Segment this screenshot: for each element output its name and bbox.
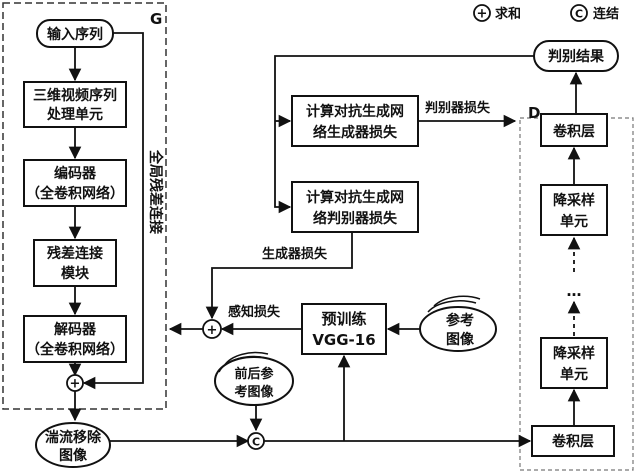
discriminator-label: D xyxy=(528,104,540,122)
ref-front-back-line2: 考图像 xyxy=(234,384,274,400)
generator-sum-symbol: + xyxy=(70,377,81,392)
downsample-top-box xyxy=(540,184,608,236)
downsample-bottom-box xyxy=(540,337,608,389)
downsample-top-line1: 降采样 xyxy=(553,192,595,209)
legend: + 求和 C 连结 xyxy=(473,4,619,22)
derain-line2: 图像 xyxy=(59,447,88,464)
gan-generator-line2: 络生成器损失 xyxy=(313,124,398,141)
gan-generator-line1: 计算对抗生成网 xyxy=(306,103,404,120)
generator-loss-label: 生成器损失 xyxy=(262,246,328,262)
decoder-line1: 解码器 xyxy=(54,321,97,338)
gan-generator-loss-box xyxy=(291,95,419,147)
proc3d-line2: 处理单元 xyxy=(46,106,103,123)
vgg-box xyxy=(301,303,387,355)
conv-top-box xyxy=(540,113,608,147)
sum-legend-symbol: + xyxy=(477,7,488,22)
encoder-box xyxy=(23,159,127,207)
gan-discriminator-line1: 计算对抗生成网 xyxy=(306,189,404,206)
result-to-gan-disc-line xyxy=(274,55,534,214)
reference-stack-1 xyxy=(427,300,477,313)
sum-legend-label: 求和 xyxy=(495,6,521,22)
decoder-line2: （全卷积网络） xyxy=(26,341,124,358)
disc-loss-label: 判别器损失 xyxy=(425,100,491,116)
vgg-line2: VGG-16 xyxy=(312,331,375,349)
reference-line2: 图像 xyxy=(446,331,475,348)
result-node xyxy=(533,40,619,72)
generator-label: G xyxy=(150,10,162,28)
gan-discriminator-loss-box xyxy=(291,181,419,233)
concat-legend-symbol: C xyxy=(575,8,583,21)
ellipsis-dots: … xyxy=(567,282,582,300)
conv-top-text: 卷积层 xyxy=(552,123,595,140)
residual-line2: 模块 xyxy=(61,265,90,282)
generator-loss-line xyxy=(205,233,353,320)
proc3d-box xyxy=(23,81,127,128)
concat-node-symbol: C xyxy=(252,436,260,449)
sum-legend-icon xyxy=(473,4,491,22)
conv-bottom-text: 卷积层 xyxy=(551,433,594,450)
input-sequence-text: 输入序列 xyxy=(47,26,103,43)
global-residual-line xyxy=(82,32,144,390)
ref-front-back-stack-2 xyxy=(223,351,269,367)
downsample-bottom-line1: 降采样 xyxy=(553,345,595,362)
reference-stack-2 xyxy=(433,295,481,307)
reference-line1: 参考 xyxy=(446,312,474,329)
loss-sum-symbol: + xyxy=(207,323,218,338)
global-residual-label: 全局残差连接 xyxy=(147,149,164,234)
decoder-box xyxy=(23,315,127,363)
result-text: 判别结果 xyxy=(548,48,605,65)
perceptual-loss-label: 感知损失 xyxy=(228,304,281,320)
encoder-line2: （全卷积网络） xyxy=(26,185,124,202)
proc3d-line1: 三维视频序列 xyxy=(33,87,117,104)
encoder-line1: 编码器 xyxy=(54,165,97,182)
concat-legend-label: 连结 xyxy=(593,6,619,22)
ref-front-back-line1: 前后参 xyxy=(234,366,274,382)
derain-line1: 湍流移除 xyxy=(45,429,102,446)
gan-discriminator-line2: 络判别器损失 xyxy=(313,210,398,227)
residual-line1: 残差连接 xyxy=(47,245,103,262)
vgg-line1: 预训练 xyxy=(321,310,366,328)
downsample-top-line2: 单元 xyxy=(560,213,588,230)
derain-output-node xyxy=(35,422,111,468)
generator-region xyxy=(2,2,167,410)
downsample-bottom-line2: 单元 xyxy=(560,366,588,383)
ref-front-back-stack-1 xyxy=(218,355,267,373)
conv-bottom-box xyxy=(531,425,615,457)
concat-legend-icon xyxy=(570,4,588,22)
